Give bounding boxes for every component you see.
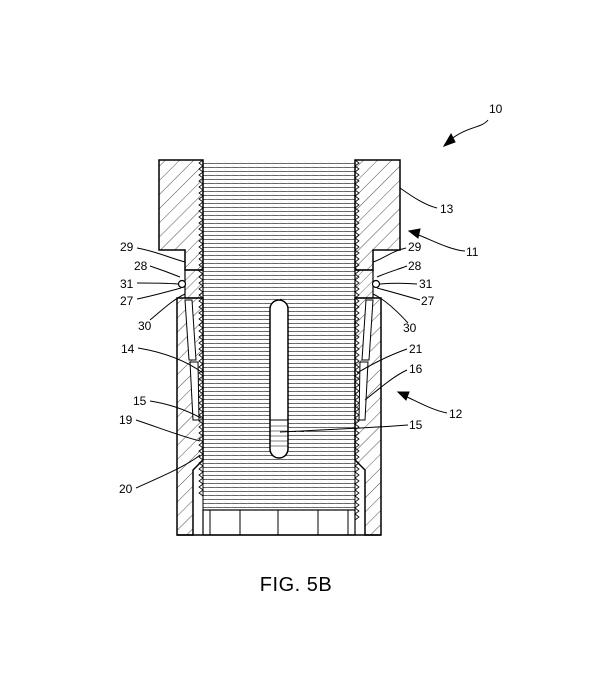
leader-21 (356, 348, 408, 374)
label-13: 13 (440, 202, 454, 216)
leader-27L (136, 287, 182, 300)
label-14: 14 (121, 342, 135, 356)
label-15-right: 15 (409, 418, 423, 432)
label-29-right: 29 (408, 240, 422, 254)
leader-29L (136, 247, 186, 263)
arrowhead-11 (407, 228, 421, 239)
label-12: 12 (449, 407, 463, 421)
label-27-left: 27 (120, 294, 134, 308)
label-29-left: 29 (120, 240, 134, 254)
leader-11 (415, 233, 466, 252)
nut-body-right-section (354, 159, 401, 271)
collet-finger-left (184, 299, 200, 421)
label-21: 21 (409, 342, 423, 356)
leader-12 (404, 395, 448, 414)
leader-20 (135, 454, 201, 489)
label-30-left: 30 (138, 319, 152, 333)
leader-15L (149, 400, 202, 419)
leader-10 (449, 119, 489, 141)
leader-16 (364, 369, 408, 401)
label-30-right: 30 (403, 321, 417, 335)
figure-caption: FIG. 5B (259, 574, 333, 596)
nut-body-left-section (158, 159, 204, 271)
collet-finger-right (358, 299, 374, 421)
arrowhead-10 (442, 132, 456, 147)
leader-30R (372, 293, 409, 324)
reference-numerals: 10 13 11 29 28 31 27 30 29 28 31 27 30 1… (119, 102, 503, 496)
label-28-right: 28 (408, 259, 422, 273)
seal-ring-right (371, 279, 381, 289)
leader-19 (135, 419, 201, 442)
label-31-right: 31 (419, 277, 433, 291)
leader-29R (372, 247, 407, 263)
label-10: 10 (489, 102, 503, 116)
leader-28R (376, 265, 408, 278)
central-slot (269, 299, 289, 459)
label-20: 20 (119, 482, 133, 496)
label-16: 16 (409, 362, 423, 376)
leader-28L (149, 265, 181, 278)
label-27-right: 27 (421, 294, 435, 308)
leader-13 (399, 187, 438, 209)
label-19: 19 (119, 413, 133, 427)
leader-15R (279, 424, 409, 433)
arrowhead-12 (396, 391, 410, 401)
label-31-left: 31 (120, 277, 134, 291)
label-28-left: 28 (134, 259, 148, 273)
label-15-left: 15 (133, 394, 147, 408)
leader-14 (137, 347, 204, 374)
label-11: 11 (466, 245, 479, 259)
leader-31R (379, 282, 418, 285)
leader-30L (149, 293, 186, 321)
base-lugs (177, 509, 381, 536)
seal-ring-left (177, 279, 187, 289)
leader-31L (136, 282, 179, 285)
leader-lines (135, 119, 489, 489)
leader-27R (376, 287, 421, 301)
